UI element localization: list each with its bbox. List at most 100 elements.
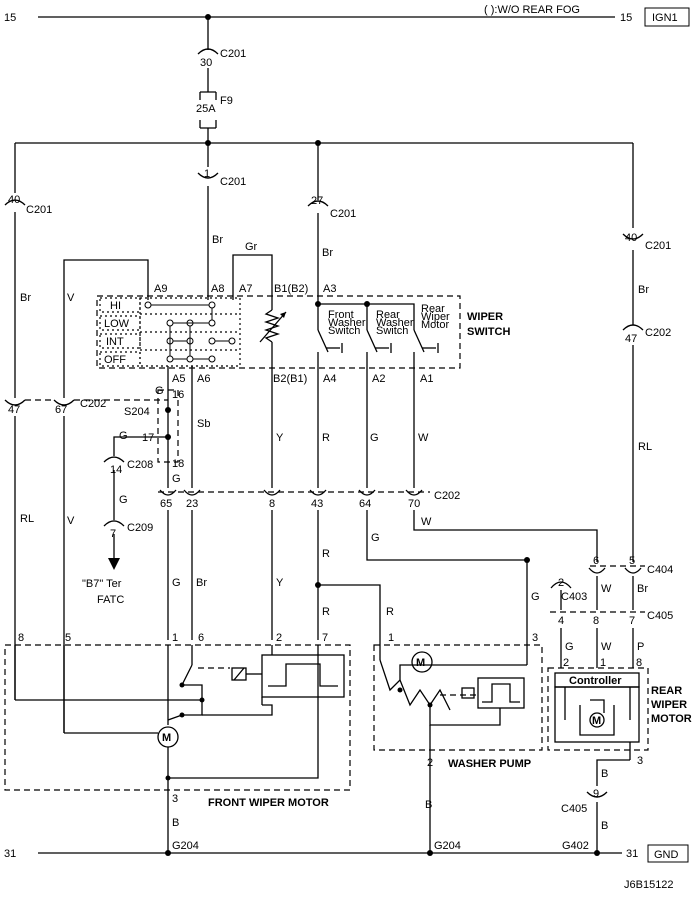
c208-label: C208 bbox=[127, 459, 153, 471]
c404-label: C404 bbox=[647, 564, 673, 576]
lower-wires: G Br Y R R R G G W bbox=[167, 510, 598, 640]
c202-pin23: 23 bbox=[186, 498, 198, 510]
c201-pin27: 27 bbox=[311, 195, 323, 207]
fuse-pin: 30 bbox=[200, 57, 212, 69]
c202-pin67: 67 bbox=[55, 404, 67, 416]
c405-pin8: 8 bbox=[593, 615, 599, 627]
fatc-branch: 14 C208 G 7 C209 "B7" Ter FATC bbox=[82, 456, 153, 606]
c201-pin27-branch: 27 C201 Br bbox=[307, 143, 356, 300]
c202-pin47-right: 47 bbox=[625, 333, 637, 345]
wire-b-rear-lower: B bbox=[601, 820, 608, 832]
fatc-label-1: "B7" Ter bbox=[82, 578, 122, 590]
c201-pin40-left: 40 bbox=[8, 194, 20, 206]
rear-motor-pin8: 8 bbox=[636, 657, 642, 669]
wire-g-rear: G bbox=[565, 641, 574, 653]
wire-g-pump3: G bbox=[531, 591, 540, 603]
c202-pin64: 64 bbox=[359, 498, 371, 510]
sub-switch-1-l2: Washer bbox=[328, 317, 366, 329]
wire-r-pump: R bbox=[386, 606, 394, 618]
c201-label-1: C201 bbox=[220, 176, 246, 188]
wire-g-switch: G bbox=[370, 432, 379, 444]
fuse-name: F9 bbox=[220, 95, 233, 107]
fuse-conn: C201 bbox=[220, 48, 246, 60]
c209-label: C209 bbox=[127, 522, 153, 534]
sub-switch-2-l3: Switch bbox=[376, 325, 408, 337]
rear-wiper-motor: REAR WIPER MOTOR 2 1 8 Controller M bbox=[547, 657, 692, 760]
front-motor-pin5: 5 bbox=[65, 632, 71, 644]
main-bus bbox=[14, 140, 634, 228]
front-motor-pin8: 8 bbox=[18, 632, 24, 644]
sub-switch-1-l1: Front bbox=[328, 309, 354, 321]
switch-pin-a2: A2 bbox=[372, 373, 385, 385]
s204-pin16: 16 bbox=[172, 389, 184, 401]
s204-pin18: 18 bbox=[172, 458, 184, 470]
rail-label-right-top: 15 bbox=[620, 12, 632, 24]
front-motor-pin2: 2 bbox=[276, 632, 282, 644]
sub-switch-2-l1: Rear bbox=[376, 309, 400, 321]
wire-br-motor6: Br bbox=[196, 577, 207, 589]
ground-g402: G402 bbox=[562, 840, 589, 852]
top-rail: 15 ( ):W/O REAR FOG 15 IGN1 bbox=[4, 4, 690, 27]
left-column-wire: 40 C201 Br 47 RL bbox=[4, 194, 175, 701]
switch-pin-a8: A8 bbox=[211, 283, 224, 295]
wire-br-c404: Br bbox=[637, 583, 648, 595]
c202-pin70: 70 bbox=[408, 498, 420, 510]
sub-switch-3-l1: Rear bbox=[421, 303, 445, 315]
gnd-label: GND bbox=[654, 849, 679, 861]
gnd-box bbox=[647, 844, 689, 863]
front-motor-pin6: 6 bbox=[198, 632, 204, 644]
wire-y-switch: Y bbox=[276, 432, 284, 444]
switch-pos-hi: HI bbox=[110, 300, 121, 312]
c202-label-right: C202 bbox=[434, 490, 460, 502]
s204-pin17: 17 bbox=[142, 432, 154, 444]
switch-output-wires: G Sb Y R G W bbox=[155, 366, 429, 488]
fatc-label-2: FATC bbox=[97, 594, 124, 606]
wire-r-switch: R bbox=[322, 432, 330, 444]
wire-br-right: Br bbox=[638, 284, 649, 296]
doc-id: J6B15122 bbox=[624, 879, 674, 891]
c202-pin8: 8 bbox=[269, 498, 275, 510]
s204-label: S204 bbox=[124, 406, 150, 418]
sub-switch-2-l2: Washer bbox=[376, 317, 414, 329]
switch-pin-a9: A9 bbox=[154, 283, 167, 295]
switch-pin-b2: B2(B1) bbox=[273, 373, 307, 385]
wire-g-a5: G bbox=[155, 385, 164, 397]
switch-pos-off: OFF bbox=[104, 354, 126, 366]
wire-y-motor2: Y bbox=[276, 577, 284, 589]
c202-pin47: 47 bbox=[8, 404, 20, 416]
wire-g-c209: G bbox=[119, 494, 128, 506]
c209-pin7: 7 bbox=[110, 528, 116, 540]
wire-sb: Sb bbox=[197, 418, 210, 430]
ground-g204-pump: G204 bbox=[434, 840, 461, 852]
rear-motor-pin1: 1 bbox=[600, 657, 606, 669]
s204-splice: S204 16 17 18 G G bbox=[113, 389, 184, 485]
front-motor-m: M bbox=[162, 732, 171, 744]
wire-w-switch: W bbox=[418, 432, 429, 444]
wire-rl-right: RL bbox=[638, 441, 652, 453]
c404-pin6: 6 bbox=[593, 555, 599, 567]
c201-label-right: C201 bbox=[645, 240, 671, 252]
c201-label-left: C201 bbox=[26, 204, 52, 216]
wire-w-lower: W bbox=[421, 516, 432, 528]
rear-motor-title-2: WIPER bbox=[651, 699, 687, 711]
switch-pos-int: INT bbox=[106, 336, 124, 348]
c405-label-top: C405 bbox=[647, 610, 673, 622]
c201-pin1: 1 bbox=[204, 168, 210, 180]
rail-label-left-bottom: 31 bbox=[4, 848, 16, 860]
switch-pin-b1: B1(B2) bbox=[274, 283, 308, 295]
sub-switch-3-l2: Wiper bbox=[421, 311, 450, 323]
c201-pin40-right: 40 bbox=[625, 232, 637, 244]
ground-rail: 31 G204 G204 G402 31 GND J6B15122 bbox=[4, 840, 689, 891]
note-text: ( ):W/O REAR FOG bbox=[484, 4, 580, 16]
rear-motor-box bbox=[547, 667, 649, 751]
wire-r-motor7: R bbox=[322, 606, 330, 618]
fuse-f9: 30 C201 F9 25A bbox=[196, 17, 246, 143]
right-column-wire: 40 C201 Br 47 C202 RL bbox=[622, 232, 671, 562]
c405-label-bottom: C405 bbox=[561, 803, 587, 815]
switch-pin-a3: A3 bbox=[323, 283, 336, 295]
front-motor-pin1: 1 bbox=[172, 632, 178, 644]
wire-r-upper: R bbox=[322, 548, 330, 560]
rear-motor-pin2: 2 bbox=[563, 657, 569, 669]
c403-label: C403 bbox=[561, 591, 587, 603]
